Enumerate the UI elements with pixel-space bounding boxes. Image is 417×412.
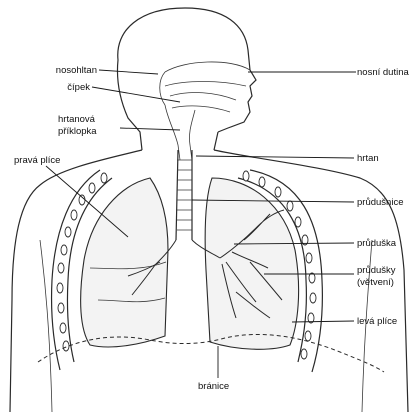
label-hrtanova-line2: příklopka [58, 126, 97, 137]
label-prudusky-line1: průdušky [357, 265, 396, 276]
label-prudusnice: průdušnice [357, 197, 403, 208]
label-branice: bránice [198, 381, 229, 392]
label-prudusky-line2: (větvení) [357, 277, 394, 288]
right-lung [81, 178, 168, 347]
label-hrtanova-line1: hrtanová [58, 114, 96, 125]
throat [165, 105, 195, 160]
nasal-cavity [160, 62, 250, 112]
trachea [176, 150, 192, 240]
label-pruduska: průduška [357, 238, 397, 249]
label-leva-plice: levá plíce [357, 316, 397, 327]
label-nosni-dutina: nosní dutina [357, 67, 409, 78]
label-nosohltan: nosohltan [56, 65, 97, 76]
label-cipek: čípek [67, 82, 90, 93]
label-prava-plice: pravá plíce [14, 155, 60, 166]
label-hrtan: hrtan [357, 153, 379, 164]
